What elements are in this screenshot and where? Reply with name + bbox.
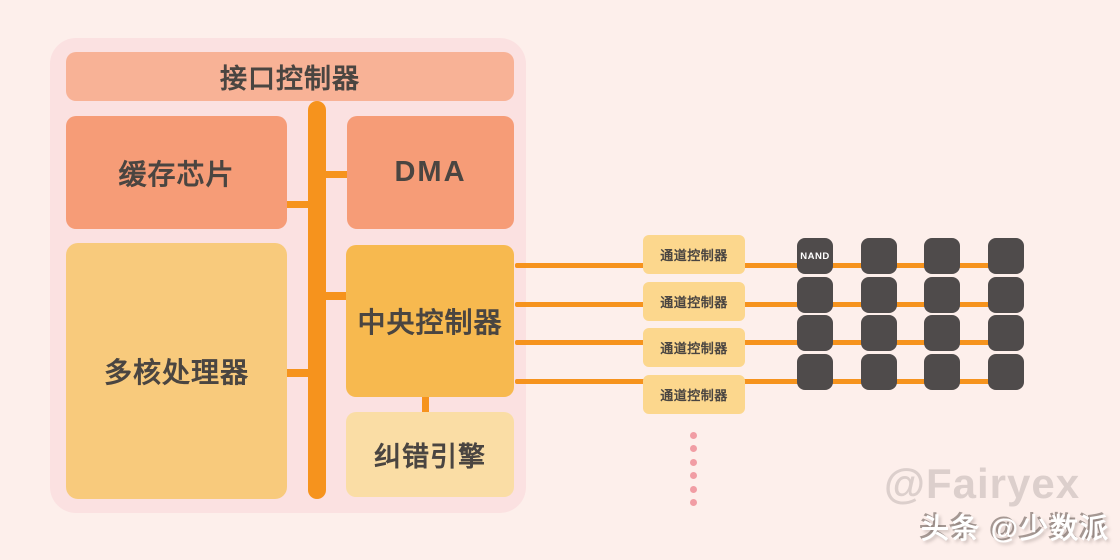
nand-chip-3-2 xyxy=(861,315,897,351)
nand-chip-1-4 xyxy=(988,238,1024,274)
interface-controller-label: 接口控制器 xyxy=(220,64,360,94)
ellipsis-dot xyxy=(690,432,697,439)
nand-chip-3-4 xyxy=(988,315,1024,351)
nand-chip-1-1: NAND xyxy=(797,238,833,274)
ellipsis-dot xyxy=(690,458,697,466)
channel-controller-2: 通道控制器 xyxy=(643,282,745,321)
nand-chip-2-2 xyxy=(861,277,897,313)
connector-cache-bus xyxy=(287,201,308,208)
channel-controller-3-label: 通道控制器 xyxy=(660,341,728,356)
nand-chip-4-4 xyxy=(988,354,1024,390)
channel-controller-1: 通道控制器 xyxy=(643,235,745,274)
watermark-platform: 头条 @少数派 xyxy=(921,513,1111,544)
dma-label: DMA xyxy=(394,156,467,188)
ecc-engine-label: 纠错引擎 xyxy=(374,442,486,472)
channel-controller-2-label: 通道控制器 xyxy=(660,295,728,310)
nand-chip-1-3 xyxy=(924,238,960,274)
ellipsis-dot xyxy=(690,445,697,453)
nand-chip-3-3 xyxy=(924,315,960,351)
ecc-engine-box: 纠错引擎 xyxy=(346,412,514,497)
nand-chip-2-1 xyxy=(797,277,833,313)
connector-multicore-bus xyxy=(287,369,308,377)
nand-chip-4-2 xyxy=(861,354,897,390)
cache-chip-label: 缓存芯片 xyxy=(118,158,235,190)
internal-bus xyxy=(308,101,326,499)
nand-chip-2-3 xyxy=(924,277,960,313)
channel-controller-4-label: 通道控制器 xyxy=(660,388,728,403)
central-controller-label: 中央控制器 xyxy=(357,307,503,338)
ellipsis-dot xyxy=(690,485,697,493)
channel-line-4 xyxy=(515,379,1005,384)
central-controller-box: 中央控制器 xyxy=(346,245,514,397)
nand-chip-4-3 xyxy=(924,354,960,390)
ellipsis-dot xyxy=(690,472,697,480)
nand-chip-1-2 xyxy=(861,238,897,274)
multicore-processor-label: 多核处理器 xyxy=(103,357,249,388)
nand-chip-label: NAND xyxy=(800,250,830,262)
connector-bus-dma xyxy=(326,171,347,178)
nand-chip-3-1 xyxy=(797,315,833,351)
channel-line-2 xyxy=(515,302,1005,307)
connector-central-ecc xyxy=(422,397,429,412)
channel-controller-1-label: 通道控制器 xyxy=(660,248,728,263)
channel-line-3 xyxy=(515,340,1005,345)
connector-bus-central xyxy=(326,292,346,300)
cache-chip-box: 缓存芯片 xyxy=(66,116,287,229)
nand-chip-4-1 xyxy=(797,354,833,390)
channel-controller-4: 通道控制器 xyxy=(643,375,745,414)
channel-line-1 xyxy=(515,263,1005,268)
dma-box: DMA xyxy=(347,116,514,229)
channel-controller-3: 通道控制器 xyxy=(643,328,745,367)
nand-chip-2-4 xyxy=(988,277,1024,313)
interface-controller-box: 接口控制器 xyxy=(66,52,514,101)
watermark-author: @Fairyex xyxy=(884,460,1081,507)
more-channels-ellipsis xyxy=(690,432,697,506)
ellipsis-dot xyxy=(690,498,697,506)
multicore-processor-box: 多核处理器 xyxy=(66,243,287,499)
